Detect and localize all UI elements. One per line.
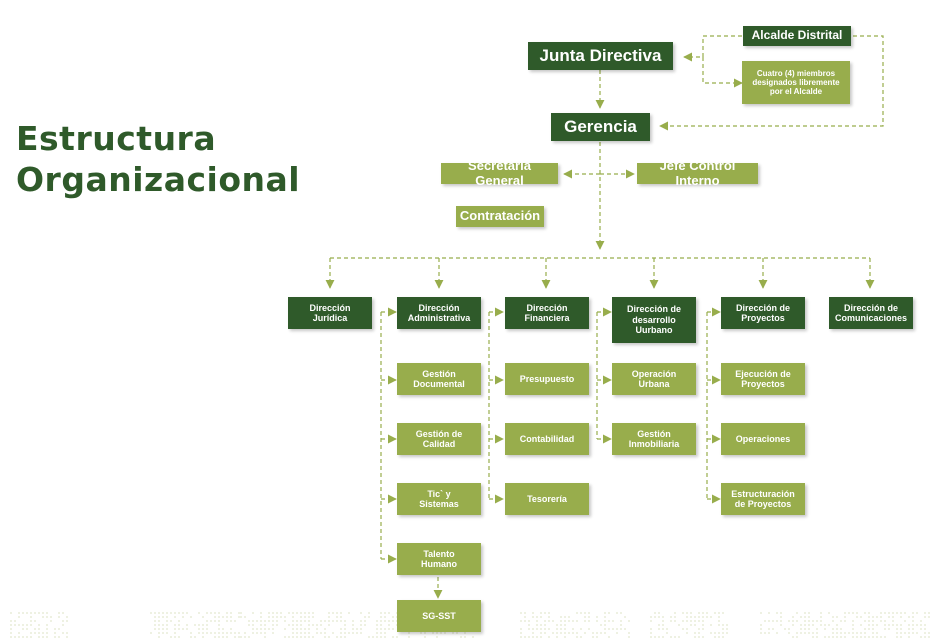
node-direccion-administrativa: Dirección Administrativa	[397, 297, 481, 329]
title-line-2: Organizacional	[16, 160, 301, 199]
node-gestion-documental: Gestión Documental	[397, 363, 481, 395]
node-alcalde-distrital: Alcalde Distrital	[743, 26, 851, 46]
node-direccion-proyectos: Dirección de Proyectos	[721, 297, 805, 329]
node-presupuesto: Presupuesto	[505, 363, 589, 395]
node-contabilidad: Contabilidad	[505, 423, 589, 455]
node-gestion-calidad: Gestión de Calidad	[397, 423, 481, 455]
node-direccion-comunicaciones: Dirección de Comunicaciones	[829, 297, 913, 329]
node-direccion-juridica: Dirección Jurídica	[288, 297, 372, 329]
node-ejecucion-proyectos: Ejecución de Proyectos	[721, 363, 805, 395]
node-talento-humano: Talento Humano	[397, 543, 481, 575]
node-direccion-financiera: Dirección Financiera	[505, 297, 589, 329]
node-gestion-inmobiliaria: Gestión Inmobiliaria	[612, 423, 696, 455]
title-line-1: Estructura	[16, 119, 217, 158]
node-operaciones: Operaciones	[721, 423, 805, 455]
node-jefe-control-interno: Jefe Control Interno	[637, 158, 758, 187]
node-gerencia: Gerencia	[551, 113, 650, 141]
node-operacion-urbana: Operación Urbana	[612, 363, 696, 395]
node-sg-sst: SG-SST	[397, 600, 481, 632]
node-cuatro-miembros: Cuatro (4) miembros designados librement…	[742, 61, 850, 104]
node-tic-sistemas: Tic` y Sistemas	[397, 483, 481, 515]
node-junta-directiva: Junta Directiva	[528, 42, 673, 70]
node-direccion-desarrollo-urbano: Dirección de desarrollo Uurbano	[612, 297, 696, 343]
page-title: Estructura Organizacional	[16, 118, 300, 200]
node-estructuracion-proyectos: Estructuración de Proyectos	[721, 483, 805, 515]
node-contratacion: Contratación	[456, 206, 544, 227]
node-tesoreria: Tesorería	[505, 483, 589, 515]
node-secretaria-general: Secretaría General	[441, 158, 558, 187]
